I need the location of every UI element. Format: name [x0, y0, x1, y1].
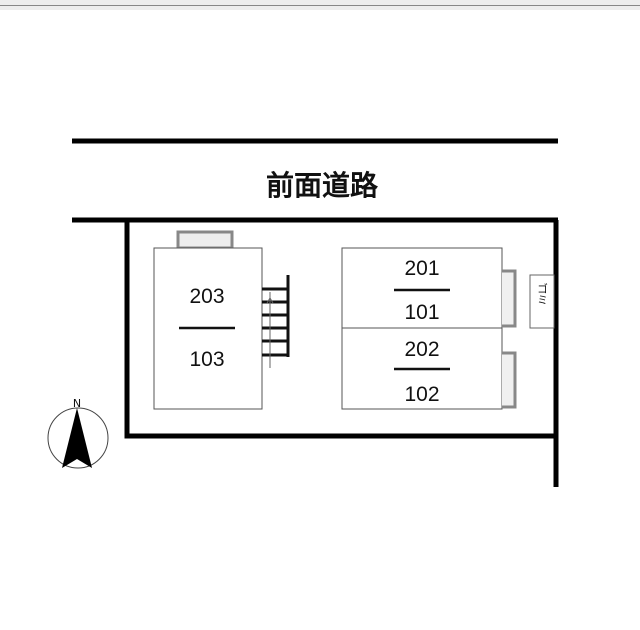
unit-101: 101	[404, 301, 439, 324]
garbage-label: ゴミ	[536, 282, 549, 305]
unit-102: 102	[404, 383, 439, 406]
compass-icon: N	[47, 397, 109, 469]
balcony	[502, 269, 517, 328]
stairs-arrow-icon	[266, 297, 274, 304]
balcony	[176, 230, 234, 250]
stairs	[262, 275, 290, 357]
road-label: 前面道路	[266, 169, 379, 202]
site-boundary	[124, 220, 556, 439]
unit-203: 203	[189, 285, 224, 308]
unit-202: 202	[404, 338, 439, 361]
garbage-area	[529, 274, 555, 329]
unit-201: 201	[404, 257, 439, 280]
unit-103: 103	[189, 348, 224, 371]
compass-north-label: N	[73, 397, 81, 410]
balcony	[502, 351, 517, 409]
